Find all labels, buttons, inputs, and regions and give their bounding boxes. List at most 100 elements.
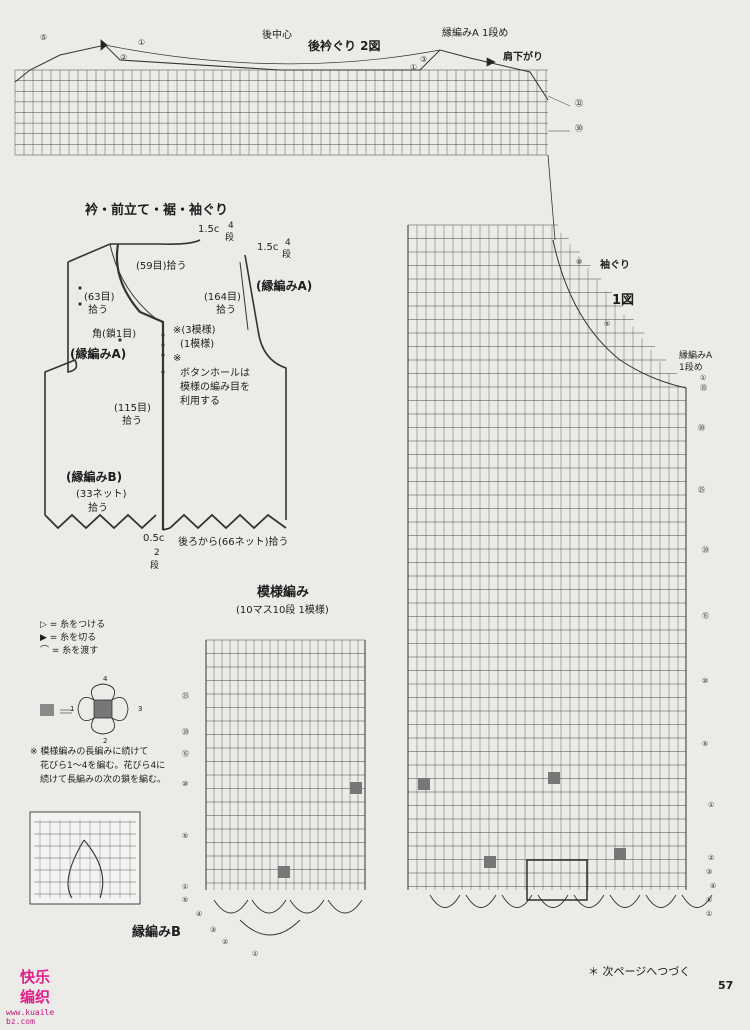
pattern-row-mark: ㉕: [182, 692, 189, 700]
vest-heading: 衿・前立て・裾・袖ぐり: [85, 203, 229, 218]
armhole-label: 袖ぐり: [600, 260, 630, 271]
detail-petal-path: [67, 839, 104, 899]
fig2-start-marker: [100, 39, 108, 51]
fig2-row-mark: ㉚: [575, 124, 583, 133]
vest-corner: 角(鎖1目): [92, 329, 137, 340]
pattern-title: 模様編み: [257, 585, 310, 600]
filled-square: [484, 856, 496, 868]
vest-marker-dot: [78, 286, 82, 290]
fig1-scallop: [573, 894, 605, 908]
fig1-scallop: [501, 894, 533, 908]
pattern-row-mark: ⑮: [182, 750, 189, 758]
filled-square: [418, 778, 430, 790]
logo-line2: 编织: [20, 988, 51, 1006]
pattern-row-mark: ③: [210, 926, 216, 934]
vest-left-front-edge: [44, 262, 78, 515]
fig1-row-mark: ①: [706, 910, 712, 918]
motif-petal-left: [77, 697, 95, 721]
vest-pick63b: 拾う: [88, 305, 108, 316]
fig2-row-mark: ①: [138, 38, 145, 47]
pattern-row-mark: ①: [252, 950, 258, 958]
vest-c2: 1.5c: [257, 242, 279, 253]
pattern-row-mark: ⑩: [182, 780, 188, 788]
logo-line1: 快乐: [20, 968, 51, 986]
fig1-scallop: [429, 894, 461, 908]
fig1-row-mark: ③: [706, 868, 712, 876]
legend-carry-yarn: ⌒ = 糸を渡す: [40, 646, 99, 656]
vest-star: ※: [173, 353, 182, 364]
motif-num-top: 4: [103, 675, 108, 683]
vest-button1: ボタンホールは: [180, 368, 250, 379]
vest-c1-rows: 4: [228, 221, 234, 231]
filled-square: [548, 772, 560, 784]
vest-pick63: (63目): [84, 292, 115, 303]
vest-marker-dot: [161, 370, 165, 374]
fig1-scallop: [645, 894, 677, 908]
motif-num-right: 3: [138, 705, 143, 713]
motif-petal-right: [111, 697, 129, 721]
fig2-mark-lead: [547, 95, 571, 107]
fig1-row-mark: ⑤: [706, 896, 712, 904]
vest-edgeA1: (縁編みA): [256, 279, 313, 293]
motif-petal-top: [91, 683, 115, 701]
fig1-scallop: [609, 894, 641, 908]
vest-band-bottom: [162, 527, 171, 531]
armhole-curve: [552, 239, 687, 389]
fig1-row-mark: ⑩: [702, 677, 708, 685]
pattern-row-mark: ①: [182, 883, 188, 891]
site-logo: 快乐 编织 www.kuaile bz.com: [6, 966, 70, 1026]
vest-collar: [67, 239, 201, 263]
pattern-subtitle: (10マス10段 1模様): [236, 605, 329, 616]
fig1-row-mark: ④: [710, 882, 716, 890]
highlight-box: [526, 859, 588, 901]
figure1-title: 1図: [612, 293, 635, 308]
figure1-edge-label2: 1段め: [679, 363, 703, 373]
vest-pick164: (164目): [204, 292, 241, 303]
vest-lapel: [109, 243, 156, 319]
vest-button3: 利用する: [180, 396, 220, 407]
fig1-row-mark: ⑮: [702, 612, 709, 620]
fig2-end-marker: [486, 57, 496, 67]
fig2-neck-curve: [104, 44, 441, 65]
pattern-filled-square: [350, 782, 362, 794]
vest-pick115: (115目): [114, 403, 151, 414]
legend-note1: ※ 模様編みの長編みに続けて: [30, 747, 149, 757]
vest-c1-unit: 段: [225, 233, 235, 243]
pattern-edge-label: 縁編みB: [132, 925, 181, 940]
vest-right-side: [244, 254, 287, 520]
pattern-row-mark: ⑤: [182, 896, 188, 904]
fig2-top-edge: [14, 44, 549, 101]
vest-marker-dot: [161, 343, 165, 347]
fig1-row-mark: ㉚: [698, 424, 705, 432]
vest-pattern3: ※(3模様): [173, 325, 216, 336]
vest-edgeB: (縁編みB): [66, 470, 123, 484]
vest-back66: 後ろから(66ネット)拾う: [178, 537, 289, 548]
motif-petal-bottom: [91, 717, 115, 735]
vest-net33b: 拾う: [88, 503, 108, 514]
vest-armhole-inner: [239, 261, 249, 331]
page-number: 57: [718, 979, 734, 992]
figure2-shoulder-label: 肩下がり: [503, 52, 543, 63]
vest-c3-unit: 段: [150, 561, 160, 571]
fig2-row-mark: ③: [420, 55, 427, 64]
pattern-filled-square: [278, 866, 290, 878]
pattern-scallop: [213, 899, 249, 914]
legend-filled-square: [40, 704, 54, 716]
logo-url: www.kuaile bz.com: [6, 1008, 55, 1026]
fig1-row-mark: ⑩: [576, 258, 582, 266]
motif-center: [93, 699, 113, 719]
pattern-row-mark: ②: [222, 938, 228, 946]
vest-c2-rows: 4: [285, 238, 291, 248]
vest-hem-zigzag-right: [169, 513, 287, 530]
fig1-row-mark: ㉟: [700, 384, 707, 392]
vest-button2: 模様の編み目を: [180, 382, 250, 393]
pattern-scallop: [289, 899, 325, 914]
legend-cut-yarn: ▶ = 糸を切る: [40, 633, 97, 643]
pattern-scallop: [327, 899, 363, 914]
vest-marker-dot: [161, 333, 165, 337]
fig2-row-mark: ㉜: [575, 99, 583, 108]
pattern-scallop: [251, 899, 287, 914]
vest-net33: (33ネット): [76, 489, 127, 500]
vest-c2-unit: 段: [282, 250, 292, 260]
vest-edgeA2: (縁編みA): [70, 347, 127, 361]
